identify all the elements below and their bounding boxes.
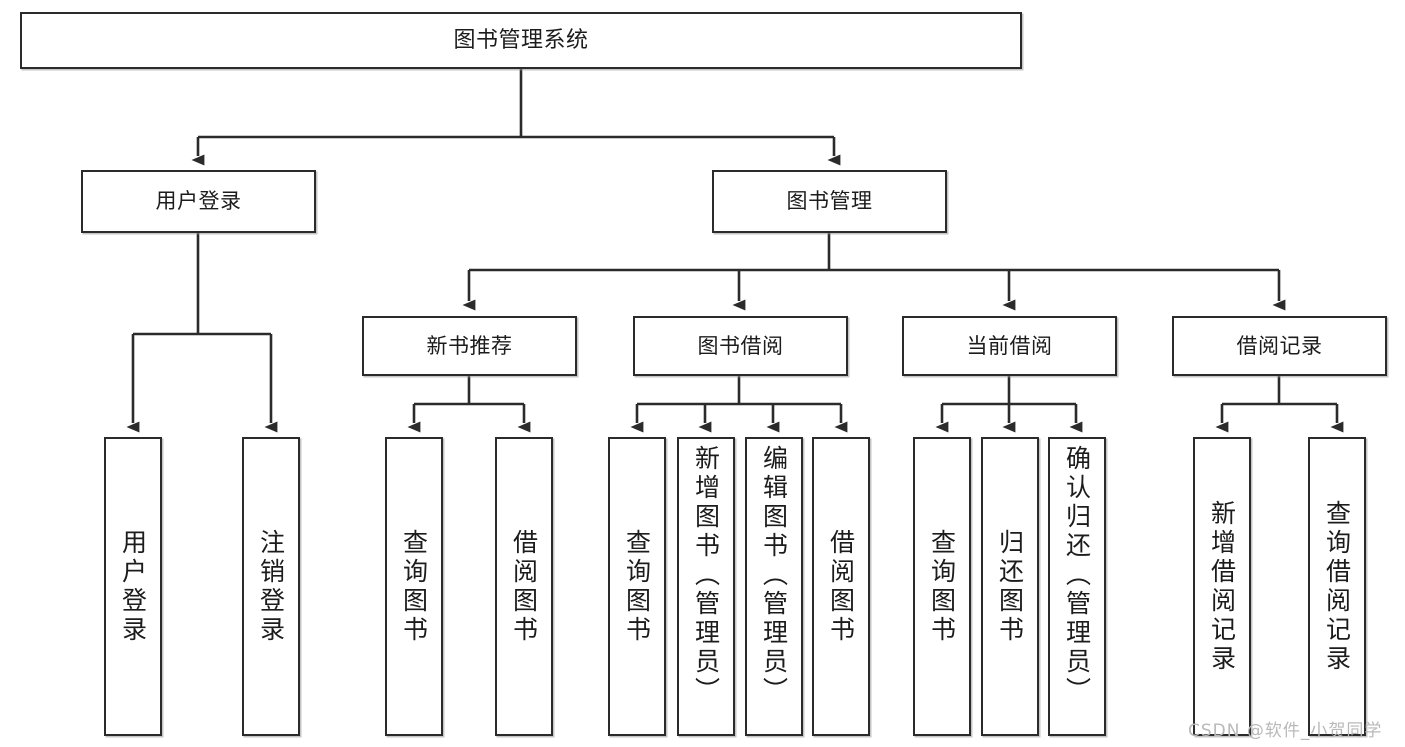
leaf-query-book-borrow[interactable]: 查询图书	[608, 437, 666, 736]
node-label: 编辑图书（管理员）	[759, 445, 789, 706]
leaf-query-borrow-record[interactable]: 查询借阅记录	[1308, 437, 1366, 736]
csdn-watermark: CSDN @软件_小贺同学	[1188, 721, 1383, 741]
node-label: 借阅图书	[509, 528, 539, 645]
node-label: 查询图书	[622, 528, 652, 645]
node-label: 注销登录	[256, 528, 286, 645]
node-label: 图书管理系统	[453, 27, 589, 53]
node-label: 新书推荐	[426, 333, 513, 358]
node-label: 新增借阅记录	[1207, 499, 1237, 674]
leaf-query-book-current[interactable]: 查询图书	[913, 437, 971, 736]
leaf-user-login[interactable]: 用户登录	[104, 437, 162, 736]
leaf-borrow-book[interactable]: 借阅图书	[812, 437, 870, 736]
node-label: 归还图书	[995, 528, 1025, 645]
leaf-borrow-book-newbook[interactable]: 借阅图书	[495, 437, 553, 736]
node-label: 确认归还（管理员）	[1062, 445, 1092, 706]
leaf-confirm-return-admin[interactable]: 确认归还（管理员）	[1048, 437, 1106, 736]
node-label: 新增图书（管理员）	[691, 445, 721, 706]
leaf-edit-book-admin[interactable]: 编辑图书（管理员）	[745, 437, 803, 736]
node-label: 查询借阅记录	[1322, 499, 1352, 674]
node-current-borrow[interactable]: 当前借阅	[902, 316, 1117, 376]
node-label: 借阅图书	[826, 528, 856, 645]
node-book-borrow[interactable]: 图书借阅	[633, 316, 848, 376]
node-borrow-records[interactable]: 借阅记录	[1172, 316, 1387, 376]
node-new-book-recommend[interactable]: 新书推荐	[362, 316, 577, 376]
node-label: 查询图书	[399, 528, 429, 645]
node-book-management[interactable]: 图书管理	[712, 170, 947, 233]
leaf-add-borrow-record[interactable]: 新增借阅记录	[1193, 437, 1251, 736]
leaf-logout[interactable]: 注销登录	[242, 437, 300, 736]
leaf-return-book[interactable]: 归还图书	[981, 437, 1039, 736]
node-label: 图书管理	[786, 189, 873, 214]
node-label: 图书借阅	[697, 333, 784, 358]
node-label: 用户登录	[155, 189, 242, 214]
node-label: 借阅记录	[1236, 333, 1323, 358]
leaf-query-book-newbook[interactable]: 查询图书	[385, 437, 443, 736]
node-user-login[interactable]: 用户登录	[81, 170, 316, 233]
node-label: 查询图书	[927, 528, 957, 645]
leaf-add-book-admin[interactable]: 新增图书（管理员）	[677, 437, 735, 736]
node-label: 当前借阅	[966, 333, 1053, 358]
node-root-book-management-system[interactable]: 图书管理系统	[20, 12, 1022, 69]
node-label: 用户登录	[118, 528, 148, 645]
